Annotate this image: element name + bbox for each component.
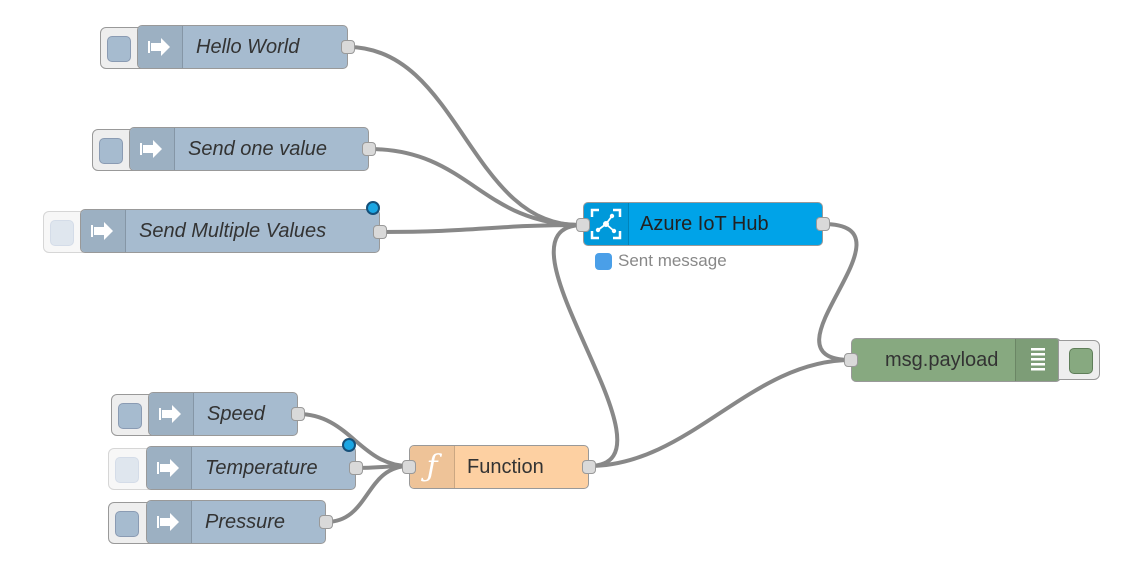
hello-world-inject-button[interactable] [100, 27, 144, 69]
send-one-value-output-port[interactable] [362, 142, 376, 156]
node-label: Function [467, 456, 544, 478]
wire-function-to-azure[interactable] [551, 223, 620, 468]
function-input-port[interactable] [402, 460, 416, 474]
function-node[interactable]: ƒ Function [409, 445, 589, 489]
azure-iot-hub-status: Sent message [595, 251, 727, 271]
temperature-output-port[interactable] [349, 461, 363, 475]
temperature-node[interactable]: Temperature [146, 446, 356, 490]
send-one-value-node[interactable]: Send one value [129, 127, 369, 171]
node-label: msg.payload [885, 349, 999, 371]
pressure-output-port[interactable] [319, 515, 333, 529]
inject-arrow-icon [138, 26, 183, 68]
node-label: Azure IoT Hub [640, 213, 769, 235]
wire-hello-world-to-azure[interactable] [346, 45, 585, 228]
inject-button-face [118, 403, 142, 429]
inject-arrow-icon [149, 393, 194, 435]
status-indicator-square [595, 252, 612, 270]
inject-arrow-icon [147, 501, 192, 543]
node-label: Hello World [196, 36, 300, 58]
function-output-port[interactable] [582, 460, 596, 474]
hello-world-node[interactable]: Hello World [137, 25, 348, 69]
pressure-inject-button[interactable] [108, 502, 152, 544]
send-multiple-values-output-port[interactable] [373, 225, 387, 239]
debug-toggle-face [1069, 348, 1093, 374]
changed-indicator-dot [342, 438, 356, 452]
wire-azure-to-debug[interactable] [817, 222, 859, 362]
wire-send-multiple-values-to-azure[interactable] [378, 223, 585, 234]
send-one-value-inject-button[interactable] [92, 129, 136, 171]
azure-iot-hub-output-port[interactable] [816, 217, 830, 231]
inject-button-face [50, 220, 74, 246]
azure-iot-hub-icon [584, 203, 629, 245]
hello-world-output-port[interactable] [341, 40, 355, 54]
wire-pressure-to-function[interactable] [324, 464, 411, 524]
wire-function-to-debug[interactable] [587, 358, 853, 468]
node-label: Send Multiple Values [139, 220, 327, 242]
send-multiple-values-node[interactable]: Send Multiple Values [80, 209, 380, 253]
inject-arrow-icon [147, 447, 192, 489]
node-label: Pressure [205, 511, 286, 533]
debug-toggle-button[interactable] [1058, 340, 1100, 380]
inject-button-face [107, 36, 131, 62]
status-text: Sent message [618, 251, 727, 270]
node-label: Temperature [205, 457, 318, 479]
inject-arrow-icon [81, 210, 126, 252]
inject-button-face [115, 511, 139, 537]
node-label: Send one value [188, 138, 328, 160]
debug-input-port[interactable] [844, 353, 858, 367]
pressure-node[interactable]: Pressure [146, 500, 326, 544]
inject-button-face [115, 457, 139, 483]
speed-output-port[interactable] [291, 407, 305, 421]
temperature-inject-button[interactable] [108, 448, 152, 490]
send-multiple-values-inject-button[interactable] [43, 211, 87, 253]
debug-node[interactable]: msg.payload [851, 338, 1061, 382]
inject-button-face [99, 138, 123, 164]
speed-node[interactable]: Speed [148, 392, 298, 436]
inject-arrow-icon [130, 128, 175, 170]
function-f-icon: ƒ [410, 446, 455, 488]
changed-indicator-dot [366, 201, 380, 215]
node-label: Speed [207, 403, 265, 425]
azure-iot-hub-input-port[interactable] [576, 218, 590, 232]
wire-send-one-value-to-azure[interactable] [367, 147, 585, 227]
debug-list-icon [1015, 339, 1060, 381]
speed-inject-button[interactable] [111, 394, 155, 436]
azure-iot-hub-node[interactable]: Azure IoT Hub [583, 202, 823, 246]
